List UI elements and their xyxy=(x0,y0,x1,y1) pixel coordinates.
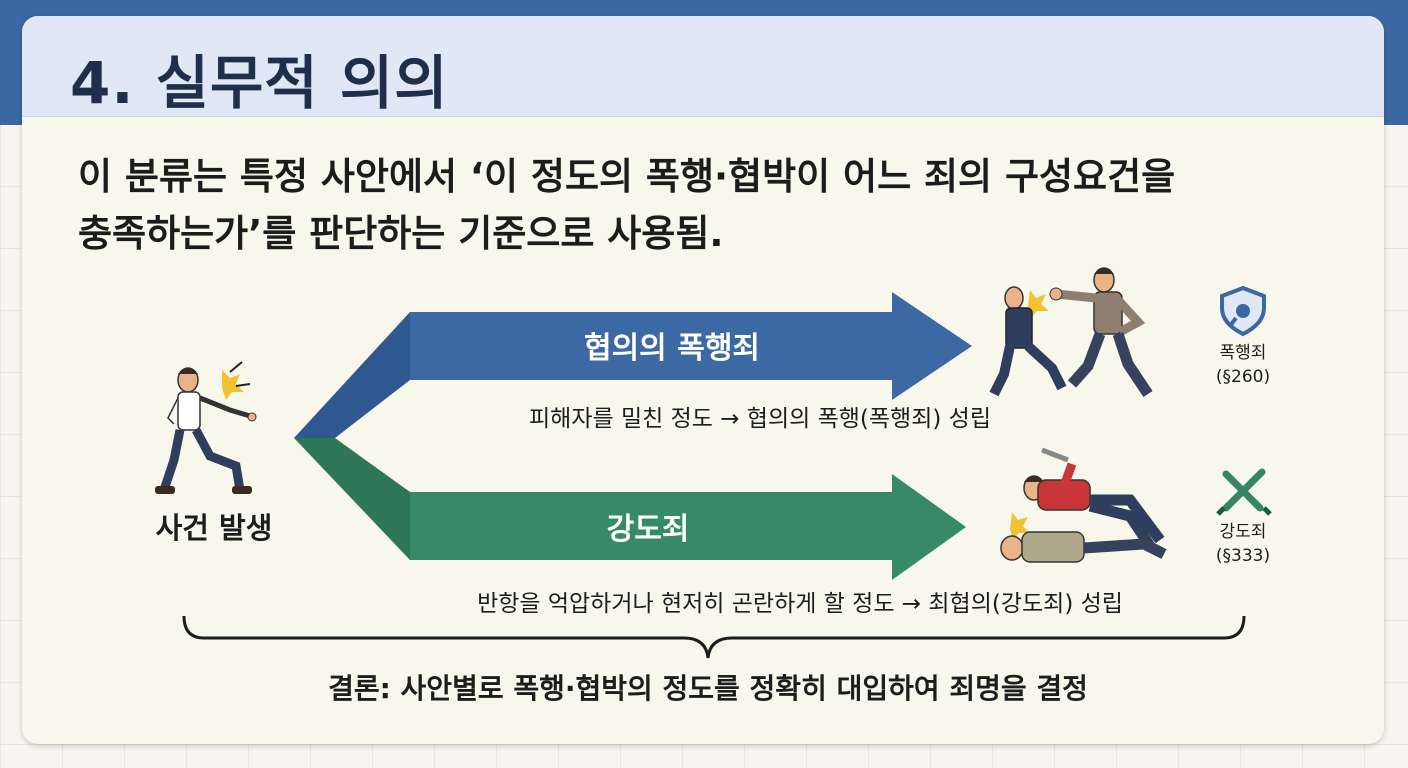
lower-description: 반항을 억압하거나 현저히 곤란하게 할 정도 → 최협의(강도죄) 성립 xyxy=(477,591,1123,617)
shield-fist-icon xyxy=(1220,285,1266,337)
crossed-knives-icon xyxy=(1216,468,1272,516)
intro-line-1: 이 분류는 특정 사안에서 ‘이 정도의 폭행·협박이 어느 죄의 구성요건을 xyxy=(78,155,1176,198)
robbery-scene-illustration xyxy=(1000,447,1167,563)
assault-scene-illustration xyxy=(989,267,1153,398)
lower-crime-article: (§333) xyxy=(1216,546,1270,566)
lower-crime-name: 강도죄 xyxy=(1220,522,1267,542)
page-title: 4. 실무적 의의 xyxy=(70,49,449,117)
upper-arrow-label: 협의의 폭행죄 xyxy=(584,331,760,366)
upper-crime-article: (§260) xyxy=(1216,367,1270,387)
intro-line-2: 충족하는가’를 판단하는 기준으로 사용됨. xyxy=(78,212,724,255)
upper-arrow xyxy=(294,292,972,438)
lower-arrow xyxy=(294,438,966,580)
conclusion-text: 결론: 사안별로 폭행·협박의 정도를 정확히 대입하여 죄명을 결정 xyxy=(328,672,1088,705)
intro-text: 이 분류는 특정 사안에서 ‘이 정도의 폭행·협박이 어느 죄의 구성요건을 … xyxy=(78,148,1348,262)
upper-description: 피해자를 밀친 정도 → 협의의 폭행(폭행죄) 성립 xyxy=(529,406,991,432)
card-header: 4. 실무적 의의 xyxy=(22,16,1384,117)
start-label: 사건 발생 xyxy=(156,511,273,545)
summary-brace xyxy=(182,615,1246,659)
lower-arrow-label: 강도죄 xyxy=(607,512,690,547)
startled-person-illustration xyxy=(155,361,257,494)
upper-crime-name: 폭행죄 xyxy=(1220,343,1267,363)
